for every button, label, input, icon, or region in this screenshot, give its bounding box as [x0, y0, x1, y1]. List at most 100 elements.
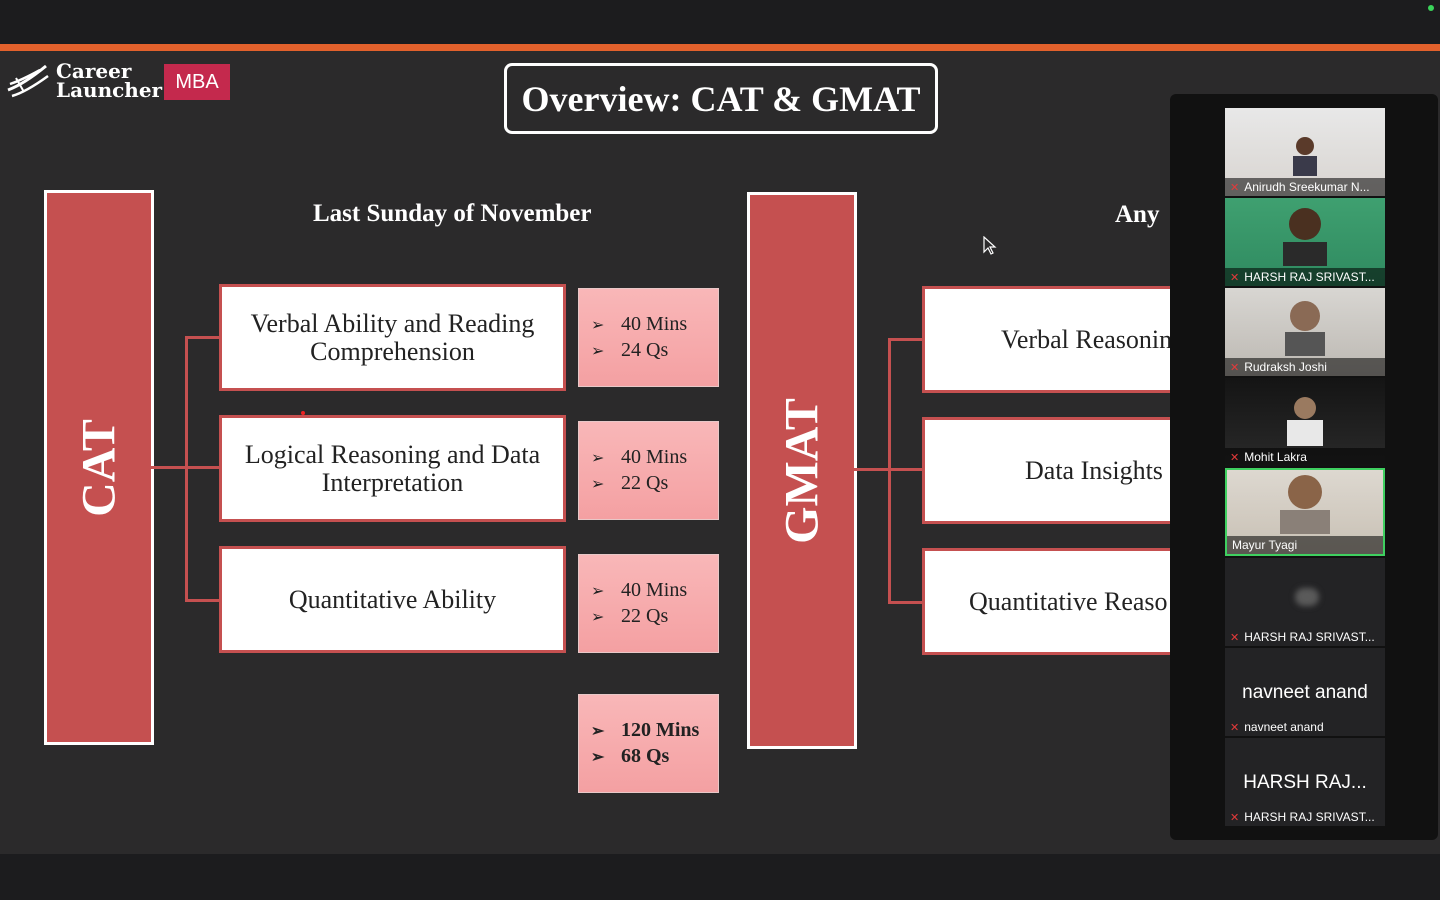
- window-bottom-bar: [0, 854, 1440, 900]
- participant-name-label: Mayur Tyagi: [1227, 536, 1383, 554]
- gmat-connector: [854, 468, 890, 471]
- total-duration-text: 120 Mins: [621, 719, 700, 741]
- mic-muted-icon: ✕: [1230, 271, 1240, 284]
- duration-text: 40 Mins: [621, 446, 688, 468]
- gmat-connector-3: [888, 601, 924, 604]
- cat-connector-3: [185, 599, 221, 602]
- cat-bar: CAT: [44, 190, 154, 745]
- gmat-section-data-insights: Data Insights: [922, 417, 1182, 524]
- mba-badge: MBA: [164, 64, 230, 100]
- logo-text: Career Launcher: [56, 59, 163, 102]
- question-count-text: 24 Qs: [621, 339, 669, 361]
- cat-connector: [150, 466, 186, 469]
- section-label: Verbal Reasonin: [1001, 324, 1173, 354]
- status-dot-icon: [1428, 5, 1434, 11]
- participant-name: Anirudh Sreekumar N...: [1244, 180, 1370, 194]
- bullet-arrow-icon: ➢: [591, 475, 605, 493]
- participant-tile[interactable]: ✕ HARSH RAJ SRIVAST...: [1225, 198, 1385, 286]
- mic-muted-icon: ✕: [1230, 451, 1240, 464]
- participant-name: HARSH RAJ SRIVAST...: [1244, 630, 1375, 644]
- participant-tile[interactable]: ✕ Rudraksh Joshi: [1225, 288, 1385, 376]
- participant-video: [1293, 137, 1317, 176]
- gmat-connector-2: [888, 468, 924, 471]
- cat-section-qa: Quantitative Ability: [219, 546, 566, 653]
- participant-tile[interactable]: ✕ Anirudh Sreekumar N...: [1225, 108, 1385, 196]
- question-count-text: 22 Qs: [621, 472, 669, 494]
- logo-line-2: Launcher: [56, 78, 163, 102]
- participant-name-label: ✕ HARSH RAJ SRIVAST...: [1225, 628, 1385, 646]
- logo-swoosh-icon: [7, 64, 49, 98]
- career-launcher-logo: Career Launcher: [6, 59, 163, 102]
- mic-muted-icon: ✕: [1230, 361, 1240, 374]
- total-question-count-text: 68 Qs: [621, 745, 670, 767]
- slide-title: Overview: CAT & GMAT: [504, 63, 938, 134]
- bullet-arrow-icon: ➢: [591, 608, 605, 626]
- participant-video: [1283, 208, 1327, 266]
- pointer-dot: [301, 411, 305, 415]
- gmat-section-verbal: Verbal Reasonin: [922, 286, 1182, 393]
- participant-name-label: ✕ navneet anand: [1225, 718, 1385, 736]
- participant-tile[interactable]: ✕ Mohit Lakra: [1225, 378, 1385, 466]
- gmat-section-quant: Quantitative Reaso: [922, 548, 1182, 655]
- participant-tile-active-speaker[interactable]: Mayur Tyagi: [1225, 468, 1385, 556]
- participant-display-name: HARSH RAJ...: [1243, 772, 1367, 793]
- bullet-arrow-icon: ➢: [591, 748, 605, 766]
- participant-name: Mayur Tyagi: [1232, 538, 1298, 552]
- window-top-bar: [0, 0, 1440, 44]
- cat-info-total: ➢ 120 Mins ➢ 68 Qs: [578, 694, 719, 793]
- participant-name-label: ✕ HARSH RAJ SRIVAST...: [1225, 808, 1385, 826]
- mic-muted-icon: ✕: [1230, 721, 1240, 734]
- cat-date-heading: Last Sunday of November: [313, 200, 592, 227]
- bullet-arrow-icon: ➢: [591, 449, 605, 467]
- participant-tile[interactable]: navneet anand ✕ navneet anand: [1225, 648, 1385, 736]
- slide-top-accent: [0, 44, 1440, 51]
- participant-name-label: ✕ Rudraksh Joshi: [1225, 358, 1385, 376]
- bullet-arrow-icon: ➢: [591, 316, 605, 334]
- participant-tile[interactable]: ✕ HARSH RAJ SRIVAST...: [1225, 558, 1385, 646]
- participant-name: HARSH RAJ SRIVAST...: [1244, 270, 1375, 284]
- section-label: Comprehension: [310, 336, 475, 366]
- duration-text: 40 Mins: [621, 313, 688, 335]
- participant-tile[interactable]: HARSH RAJ... ✕ HARSH RAJ SRIVAST...: [1225, 738, 1385, 826]
- cat-info-qa: ➢ 40 Mins ➢ 22 Qs: [578, 554, 719, 653]
- cat-connector-2: [185, 466, 221, 469]
- participant-name-label: ✕ Mohit Lakra: [1225, 448, 1385, 466]
- participant-name: navneet anand: [1244, 720, 1324, 734]
- section-label: Verbal Ability and Reading: [250, 308, 535, 338]
- section-label: Interpretation: [321, 467, 464, 497]
- gmat-label: GMAT: [775, 397, 829, 544]
- cat-info-lrdi: ➢ 40 Mins ➢ 22 Qs: [578, 421, 719, 520]
- cat-section-varc: Verbal Ability and Reading Comprehension: [219, 284, 566, 391]
- mic-muted-icon: ✕: [1230, 631, 1240, 644]
- mic-muted-icon: ✕: [1230, 181, 1240, 194]
- section-label: Logical Reasoning and Data: [244, 439, 541, 469]
- cat-section-lrdi: Logical Reasoning and Data Interpretatio…: [219, 415, 566, 522]
- section-label: Quantitative Ability: [288, 584, 497, 614]
- participant-name: Mohit Lakra: [1244, 450, 1307, 464]
- participant-name: Rudraksh Joshi: [1244, 360, 1327, 374]
- participant-display-name: navneet anand: [1242, 682, 1368, 703]
- bullet-arrow-icon: ➢: [591, 342, 605, 360]
- participant-name-label: ✕ Anirudh Sreekumar N...: [1225, 178, 1385, 196]
- gmat-connector-1: [888, 338, 924, 341]
- cat-info-varc: ➢ 40 Mins ➢ 24 Qs: [578, 288, 719, 387]
- participant-video: [1285, 301, 1325, 356]
- participant-name: HARSH RAJ SRIVAST...: [1244, 810, 1375, 824]
- section-label: Quantitative Reaso: [969, 586, 1168, 616]
- blurred-avatar: [1295, 588, 1319, 606]
- participant-video: [1280, 475, 1330, 534]
- participant-video: [1287, 397, 1323, 446]
- logo-line-1: Career: [56, 59, 132, 83]
- mic-muted-icon: ✕: [1230, 811, 1240, 824]
- bullet-arrow-icon: ➢: [591, 722, 605, 740]
- duration-text: 40 Mins: [621, 579, 688, 601]
- section-label: Data Insights: [1025, 455, 1163, 485]
- mouse-cursor-icon: [983, 236, 997, 255]
- gmat-date-heading: Any: [1115, 201, 1160, 228]
- question-count-text: 22 Qs: [621, 605, 669, 627]
- gmat-bar: GMAT: [747, 192, 857, 749]
- cat-connector-1: [185, 336, 221, 339]
- bullet-arrow-icon: ➢: [591, 582, 605, 600]
- cat-label: CAT: [72, 418, 126, 517]
- participant-name-label: ✕ HARSH RAJ SRIVAST...: [1225, 268, 1385, 286]
